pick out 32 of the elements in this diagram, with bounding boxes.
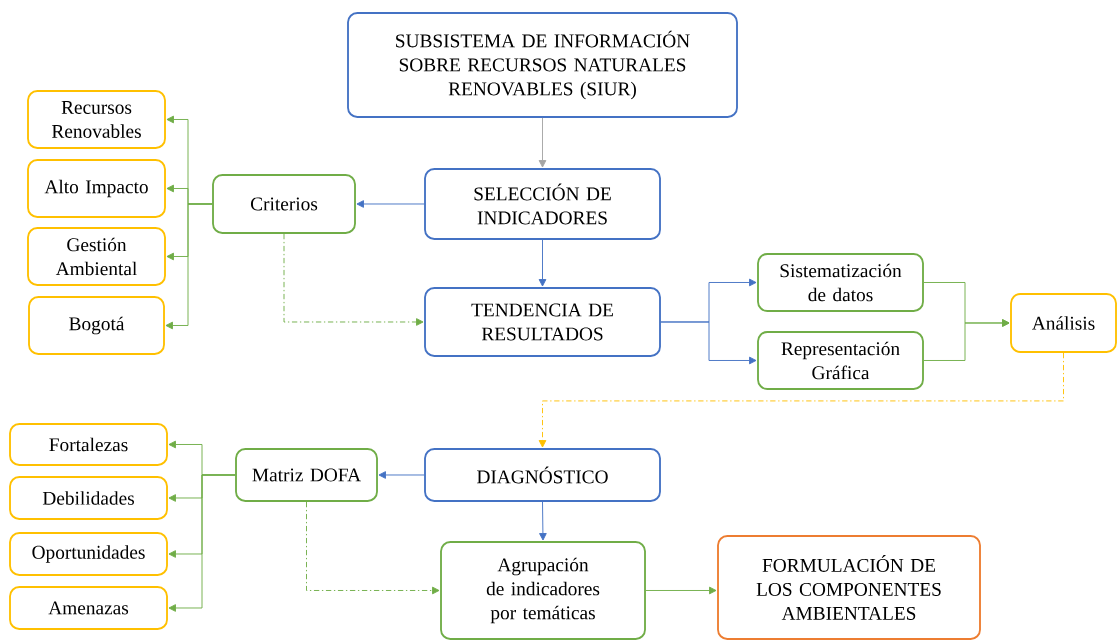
arrow [538,117,547,168]
arrow [645,586,717,595]
arrow [538,239,547,287]
process-box: Gestión Ambiental [27,227,166,286]
arrow [538,352,1064,448]
arrow [660,321,757,365]
process-box: Criterios [212,174,356,234]
arrow [306,501,440,595]
process-box: Recursos Renovables [27,90,166,149]
process-box: Análisis [1010,293,1117,353]
arrow [168,474,236,612]
process-box: SUBSISTEMA DE INFORMACIÓN SOBRE RECURSOS NATURALES RENOVABLES (SIUR) [347,12,738,118]
process-box: Sistematización de datos [757,253,924,312]
process-box: Fortalezas [9,423,168,466]
process-box: FORMULACIÓN DE LOS COMPONENTES AMBIENTALES [717,535,981,640]
arrow [378,471,425,479]
process-box: Alto Impacto [27,159,166,218]
arrow [283,233,424,326]
process-box: SELECCIÓN DE INDICADORES [424,168,661,240]
arrow [165,203,213,330]
process-box: TENDENCIA DE RESULTADOS [424,287,661,357]
arrow [539,501,547,541]
process-box: Debilidades [9,476,168,520]
process-box: Oportunidades [9,532,168,576]
process-box: Amenazas [9,586,168,630]
process-box: Matriz DOFA [235,448,378,502]
process-box: DIAGNÓSTICO [424,448,661,502]
process-box: Representación Gráfica [757,331,924,390]
process-box: Bogotá [28,296,165,355]
arrow [923,319,1010,361]
arrow [356,200,425,208]
process-box: Agrupación de indicadores por temáticas [440,541,646,640]
